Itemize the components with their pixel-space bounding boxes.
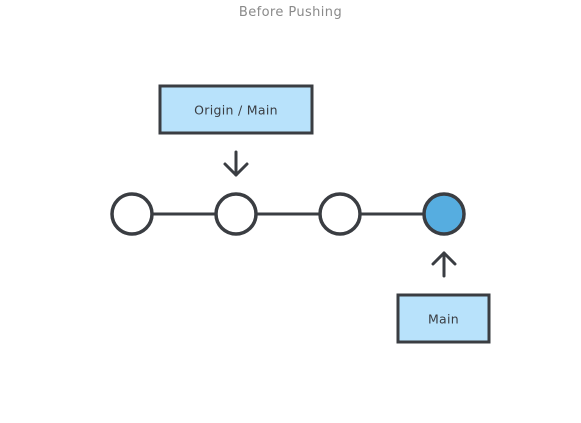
commit-node-3 [318, 192, 362, 236]
origin-main-box [158, 84, 314, 135]
arrow-down-icon [223, 150, 249, 177]
main-label: Main [396, 293, 491, 344]
origin-main-text: Origin / Main [194, 103, 278, 118]
main-box [396, 293, 491, 344]
origin-main-label: Origin / Main [158, 84, 314, 135]
commit-node-4-active [422, 192, 466, 236]
commit-node-1 [110, 192, 154, 236]
arrow-up-icon [431, 251, 457, 278]
commit-node-2 [214, 192, 258, 236]
diagram-title: Before Pushing [238, 5, 343, 20]
main-text: Main [428, 312, 459, 327]
